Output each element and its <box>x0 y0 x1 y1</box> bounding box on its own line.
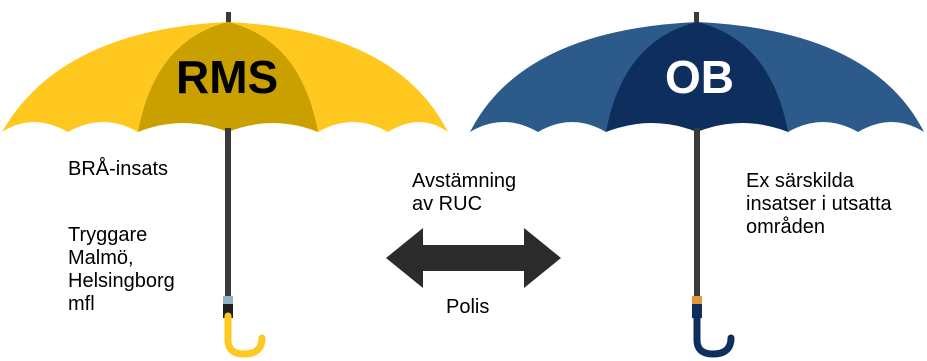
left-item-1: BRÅ-insats <box>68 158 168 181</box>
right-umbrella-hem <box>470 122 924 140</box>
left-item-2: Tryggare Malmö, Helsingborg mfl <box>68 224 175 316</box>
left-umbrella-tip <box>226 12 231 26</box>
left-item-2-line: mfl <box>68 293 95 315</box>
left-item-2-line: Tryggare <box>68 224 148 246</box>
left-item-2-line: Helsingborg <box>68 270 175 292</box>
right-umbrella <box>470 12 924 358</box>
left-umbrella-title: RMS <box>176 51 279 103</box>
left-umbrella-handle-grip <box>223 304 233 318</box>
right-umbrella-collar <box>692 296 702 304</box>
center-top-line: av RUC <box>412 193 483 215</box>
left-umbrella <box>2 12 448 358</box>
right-umbrella-center-gore <box>606 22 788 132</box>
left-umbrella-collar <box>223 296 233 304</box>
right-item-1: Ex särskilda insatser i utsatta områden <box>746 170 892 239</box>
right-umbrella-handle-hook <box>693 312 735 358</box>
center-top-label: Avstämning av RUC <box>412 170 516 216</box>
double-arrow <box>386 228 561 288</box>
left-item-1-line: BRÅ-insats <box>68 158 169 180</box>
right-item-1-line: Ex särskilda <box>746 170 854 192</box>
right-umbrella-tip <box>694 12 699 26</box>
right-umbrella-handle-grip <box>692 304 702 318</box>
center-top-line: Avstämning <box>412 170 517 192</box>
right-umbrella-title: OB <box>665 51 734 103</box>
right-umbrella-shaft <box>694 128 700 300</box>
left-item-2-line: Malmö, <box>68 247 134 269</box>
left-umbrella-center-gore <box>138 22 318 132</box>
center-bottom-label: Polis <box>446 296 490 318</box>
left-umbrella-handle-hook <box>224 312 266 358</box>
left-umbrella-shaft <box>225 128 231 300</box>
right-item-1-line: insatser i utsatta <box>746 193 892 215</box>
right-item-1-line: områden <box>746 216 825 238</box>
